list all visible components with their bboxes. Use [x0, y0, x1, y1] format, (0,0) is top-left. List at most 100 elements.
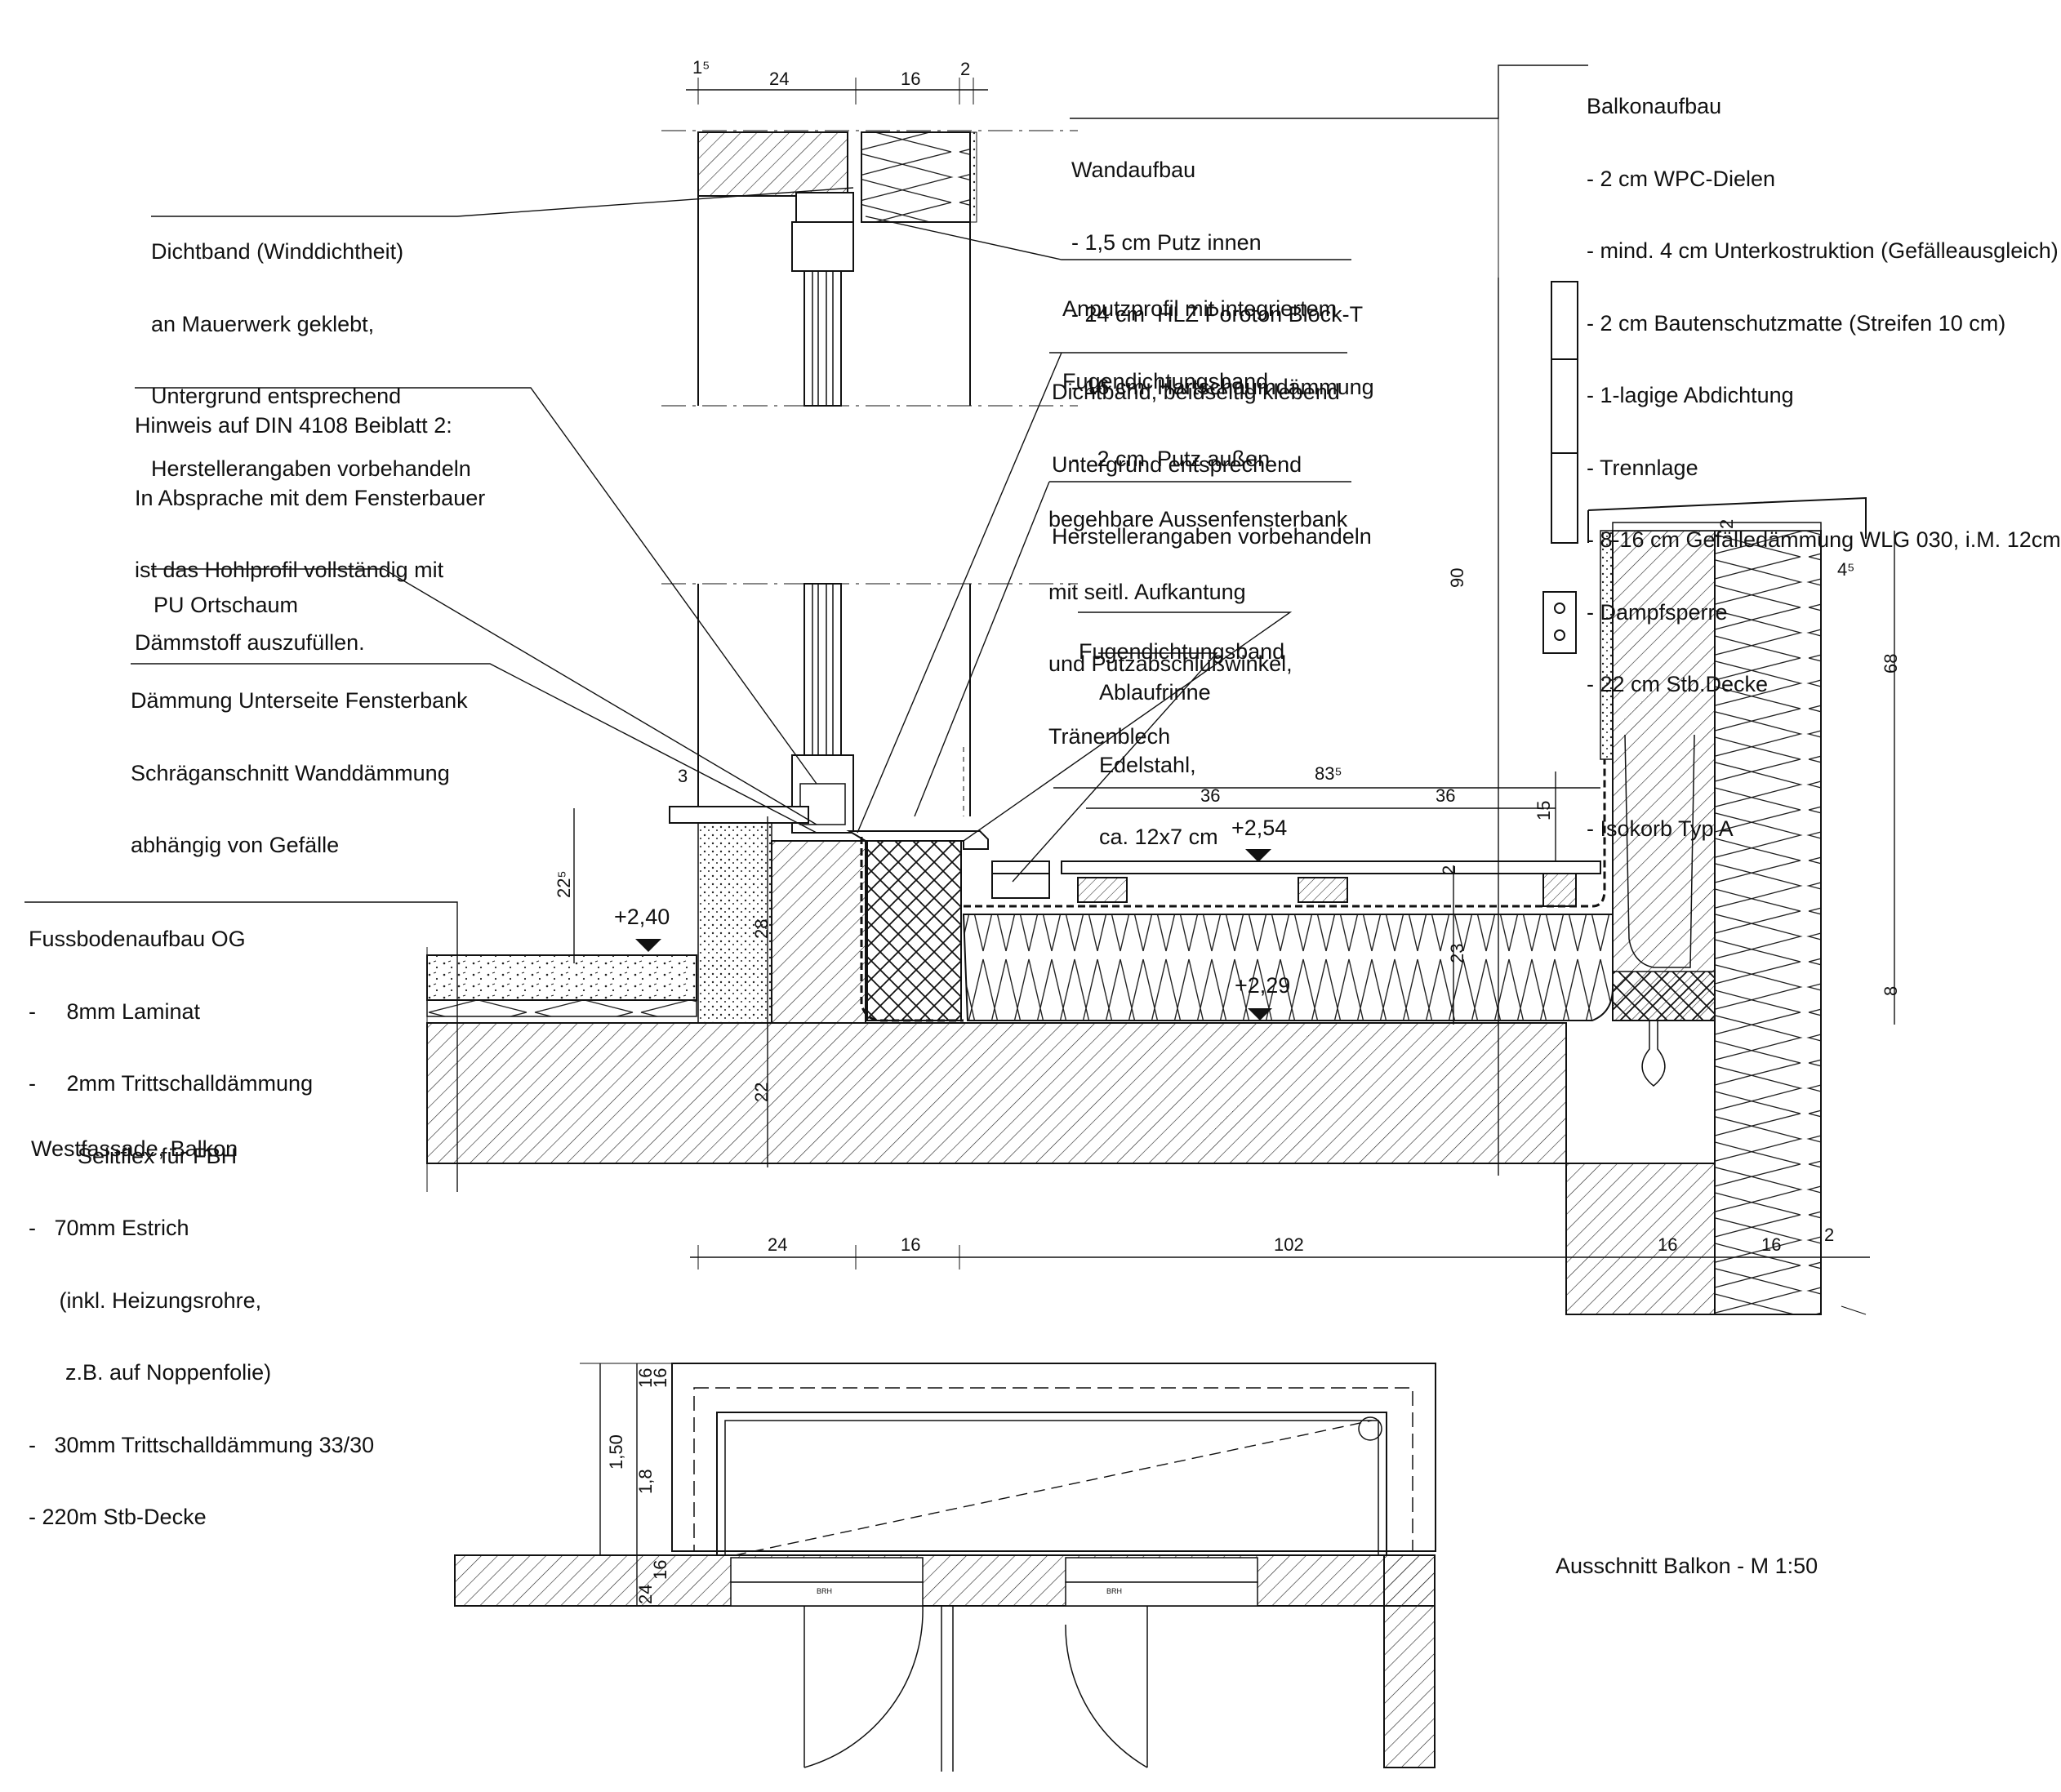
note-heading: Anputzprofil mit integriertem	[1062, 296, 1338, 321]
note-line: abhängig von Gefälle	[131, 833, 340, 857]
note-line: Untergrund entsprechend	[151, 384, 402, 408]
note-line: Edelstahl,	[1099, 752, 1196, 777]
note-line: - 8-16 cm Gefälledämmung WLG 030, i.M. 1…	[1587, 527, 2061, 552]
dim-vertical: 2	[1439, 865, 1459, 875]
dim-plan: 16	[650, 1559, 670, 1580]
note-line: - Dampfsperre	[1587, 599, 1728, 625]
note-line: - 1,5 cm Putz innen	[1071, 229, 1262, 255]
note-fussboden: Fussbodenaufbau OG - 8mm Laminat - 2mm T…	[29, 879, 374, 1554]
dim-balcony: 36	[1200, 785, 1221, 806]
dim-bottom: 2	[1824, 1225, 1835, 1245]
dim-vertical: 2	[1716, 518, 1737, 529]
note-line: - 220m Stb-Decke	[29, 1505, 207, 1529]
note-heading: PU Ortschaum	[154, 593, 299, 617]
note-line: ca. 12x7 cm	[1099, 825, 1218, 849]
note-ablaufrinne: Ablaufrinne Edelstahl, ca. 12x7 cm	[1099, 633, 1218, 874]
note-pu-ortschaum: PU Ortschaum	[154, 545, 298, 642]
dim-vertical: 22	[751, 1082, 772, 1102]
note-fensterbank: begehbare Aussenfensterbank mit seitl. A…	[1048, 460, 1347, 773]
window-frame	[661, 192, 1078, 834]
dim-plan: 1,8	[635, 1469, 656, 1494]
note-fugendichtungsband: Fugendichtungsband	[1079, 592, 1284, 688]
note-heading: Dämmung Unterseite Fensterbank	[131, 688, 468, 713]
balcony-build-up	[962, 759, 1614, 1021]
note-line: Untergrund entsprechend	[1052, 451, 1302, 477]
dimension-lines	[573, 65, 1895, 1315]
note-line: - 2 cm WPC-Dielen	[1587, 166, 1776, 191]
note-daemmung-unterseite: Dämmung Unterseite Fensterbank Schrägans…	[131, 641, 468, 882]
note-line: Schräganschnitt Wanddämmung	[131, 760, 450, 785]
note-line: - Trennlage	[1587, 455, 1698, 480]
dim-plan: 24	[635, 1584, 656, 1604]
plan-label-brh: BRH	[1106, 1587, 1123, 1595]
dim-vertical: 8	[1881, 985, 1901, 996]
plan-label-brh: BRH	[817, 1587, 833, 1595]
plan-detail	[454, 1363, 1436, 1772]
note-line: Tränenblech	[1048, 723, 1171, 749]
dim-bottom: 16	[901, 1234, 921, 1255]
note-line	[1587, 745, 2061, 770]
dim-bottom: 16	[1658, 1234, 1678, 1255]
dim-vertical: 90	[1447, 567, 1467, 588]
dim-top: 2	[960, 59, 971, 79]
note-line: (inkl. Heizungsrohre,	[29, 1287, 262, 1313]
note-heading: Ablaufrinne	[1099, 680, 1211, 705]
note-line: - 30mm Trittschalldämmung 33/30	[29, 1432, 375, 1457]
caption-section: Westfassade, Balkon	[31, 1136, 238, 1161]
level-markers	[635, 849, 1272, 1021]
dim-vertical: 22⁵	[554, 870, 574, 898]
note-line: - mind. 4 cm Unterkostruktion (Gefälleau…	[1587, 238, 2059, 263]
note-line: Dämmstoff auszufüllen.	[135, 629, 365, 655]
note-wandaufbau: Wandaufbau - 1,5 cm Putz innen - 24 cm H…	[1071, 110, 1374, 496]
dim-bottom: 24	[768, 1234, 788, 1255]
note-dichtband-wind: Dichtband (Winddichtheit) an Mauerwerk g…	[151, 192, 471, 505]
sill-and-parapet	[669, 747, 989, 1024]
upper-wall	[661, 130, 1078, 406]
note-heading: Fussbodenaufbau OG	[29, 927, 246, 951]
dim-top: 16	[901, 69, 921, 89]
note-heading: Hinweis auf DIN 4108 Beiblatt 2:	[135, 413, 452, 438]
note-line: ist das Hohlprofil vollständig mit	[135, 558, 444, 582]
level-slab: +2,29	[1235, 973, 1291, 998]
dim-vertical: 15	[1534, 800, 1554, 820]
note-line: an Mauerwerk geklebt,	[151, 311, 375, 336]
note-line: - 8mm Laminat	[29, 998, 201, 1024]
note-line: mit seitl. Aufkantung	[1048, 579, 1246, 604]
note-heading: Fugendichtungsband	[1079, 639, 1285, 664]
note-line: z.B. auf Noppenfolie)	[29, 1360, 272, 1385]
note-line: und Putzabschlußwinkel,	[1048, 651, 1293, 676]
dim-vertical: 4⁵	[1837, 559, 1855, 580]
note-line: Herstellerangaben vorbehandeln	[151, 456, 471, 481]
dim-plan: 1,50	[606, 1434, 626, 1470]
level-deck: +2,54	[1231, 816, 1288, 840]
dim-bottom: 16	[1761, 1234, 1782, 1255]
note-line: - 1-lagige Abdichtung	[1587, 383, 1794, 407]
note-line: - 24 cm HLZ Poroton Block-T	[1071, 302, 1364, 327]
dim-small: 3	[678, 766, 688, 786]
note-line: - 2mm Trittschalldämmung	[29, 1071, 314, 1096]
dim-bottom: 102	[1274, 1234, 1304, 1255]
railing-post	[1542, 281, 1578, 654]
note-anputzprofil: Anputzprofil mit integriertem Fugendicht…	[1062, 249, 1337, 418]
note-heading: begehbare Aussenfensterbank	[1048, 507, 1348, 531]
note-line: - 2 cm Bautenschutzmatte (Streifen 10 cm…	[1587, 310, 2006, 336]
note-line: Fugendichtungsband	[1062, 368, 1269, 394]
note-balkonaufbau-heading: Balkonaufbau	[1587, 94, 1722, 118]
note-line: - Isokorb Typ A	[1587, 816, 1734, 841]
note-line: - 70mm Estrich	[29, 1216, 189, 1240]
note-line: In Absprache mit dem Fensterbauer	[135, 485, 486, 510]
floor-slab	[426, 947, 1716, 1315]
dim-vertical: 68	[1881, 653, 1901, 674]
dim-plan: 16	[650, 1367, 670, 1388]
note-line: - 2 cm Putz außen	[1071, 447, 1271, 471]
note-wandaufbau-heading: Wandaufbau	[1071, 158, 1196, 182]
dim-vertical: 23	[1447, 943, 1467, 963]
level-floor: +2,40	[614, 905, 670, 929]
note-line: - 22 cm Stb.Decke	[1587, 672, 1769, 696]
dim-balcony: 83⁵	[1315, 763, 1342, 784]
note-line: - 16 cm Hartschaumdämmung	[1071, 374, 1374, 399]
dim-vertical: 28	[751, 918, 772, 939]
dim-top: 24	[769, 69, 790, 89]
leader-lines	[24, 64, 1588, 1192]
